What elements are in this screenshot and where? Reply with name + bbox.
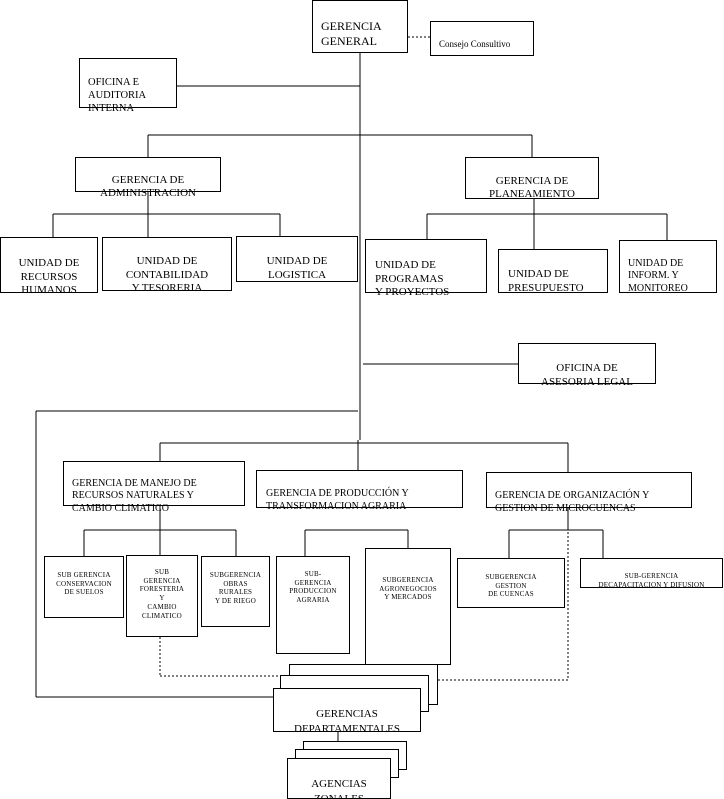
sub-forestal-box: SUB GERENCIA FORESTERIA Y CAMBIO CLIMATI… (126, 555, 198, 637)
unidad-presupuesto-box: UNIDAD DE PRESUPUESTO (498, 249, 608, 294)
oficina-auditoria-box: OFICINA E AUDITORIA INTERNA (79, 58, 177, 114)
consejo-consultivo-box: Consejo Consultivo (430, 21, 534, 56)
oficina-asesoria-box: OFICINA DE ASESORIA LEGAL (518, 343, 656, 388)
sub-gestion-label: SUBGERENCIA GESTION DE CUENCAS (485, 572, 537, 599)
unidad-rrhh-label: UNIDAD DE RECURSOS HUMANOS (18, 256, 80, 297)
gerencia-manejo-label: GERENCIA DE MANEJO DE RECURSOS NATURALES… (72, 477, 197, 514)
gerencia-produccion-label: GERENCIA DE PRODUCCIÓN Y TRANSFORMACION … (266, 488, 409, 512)
sub-obras-label: SUBGERENCIA OBRAS RURALES Y DE RIEGO (209, 570, 262, 605)
sub-agronegocios-box: SUBGERENCIA AGRONEGOCIOS Y MERCADOS (365, 548, 451, 665)
agencias-zonales-box: AGENCIAS ZONALES (287, 758, 391, 799)
unidad-inform-label: UNIDAD DE INFORM. Y MONITOREO (628, 257, 688, 294)
unidad-inform-box: UNIDAD DE INFORM. Y MONITOREO (619, 240, 717, 294)
sub-produccion-label: SUB- GERENCIA PRODUCCION AGRARIA (289, 569, 337, 604)
gerencias-departamentales-box: GERENCIAS DEPARTAMENTALES (273, 688, 421, 735)
gerencia-planeamiento-label: GERENCIA DE PLANEAMIENTO (489, 175, 575, 201)
consejo-consultivo-label: Consejo Consultivo (439, 38, 511, 49)
sub-obras-box: SUBGERENCIA OBRAS RURALES Y DE RIEGO (201, 556, 270, 627)
sub-capacitacion-label: SUB-GERENCIA DECAPACITACION Y DIFUSION (598, 571, 705, 589)
unidad-logistica-box: UNIDAD DE LOGISTICA (236, 236, 358, 282)
sub-gestion-box: SUBGERENCIA GESTION DE CUENCAS (457, 558, 565, 608)
oficina-auditoria-label: OFICINA E AUDITORIA INTERNA (88, 77, 147, 115)
unidad-rrhh-box: UNIDAD DE RECURSOS HUMANOS (0, 237, 98, 296)
agencias-zonales-label: AGENCIAS ZONALES (311, 778, 367, 799)
sub-conservacion-label: SUB GERENCIA CONSERVACION DE SUELOS (56, 570, 112, 597)
unidad-programas-label: UNIDAD DE PROGRAMAS Y PROYECTOS (375, 258, 450, 299)
gerencia-organizacion-label: GERENCIA DE ORGANIZACIÓN Y GESTION DE MI… (495, 490, 650, 514)
sub-capacitacion-box: SUB-GERENCIA DECAPACITACION Y DIFUSION (580, 558, 723, 589)
gerencia-organizacion-box: GERENCIA DE ORGANIZACIÓN Y GESTION DE MI… (486, 472, 692, 514)
sub-agronegocios-label: SUBGERENCIA AGRONEGOCIOS Y MERCADOS (379, 575, 437, 602)
sub-produccion-box: SUB- GERENCIA PRODUCCION AGRARIA (276, 556, 350, 654)
unidad-contabilidad-box: UNIDAD DE CONTABILIDAD Y TESORERIA (102, 237, 232, 294)
oficina-asesoria-label: OFICINA DE ASESORIA LEGAL (541, 361, 633, 388)
unidad-logistica-label: UNIDAD DE LOGISTICA (266, 254, 328, 281)
unidad-programas-box: UNIDAD DE PROGRAMAS Y PROYECTOS (365, 239, 487, 298)
gerencia-administracion-box: GERENCIA DE ADMINISTRACION (75, 157, 221, 199)
unidad-presupuesto-label: UNIDAD DE PRESUPUESTO (508, 267, 584, 294)
gerencias-departamentales-label: GERENCIAS DEPARTAMENTALES (294, 708, 400, 735)
gerencia-planeamiento-box: GERENCIA DE PLANEAMIENTO (465, 157, 599, 201)
gerencia-general-label: GERENCIA GENERAL (321, 19, 382, 48)
gerencia-produccion-box: GERENCIA DE PRODUCCIÓN Y TRANSFORMACION … (256, 470, 463, 512)
gerencia-general-box: GERENCIA GENERAL (312, 0, 408, 53)
gerencia-manejo-box: GERENCIA DE MANEJO DE RECURSOS NATURALES… (63, 461, 245, 514)
sub-forestal-label: SUB GERENCIA FORESTERIA Y CAMBIO CLIMATI… (139, 567, 185, 620)
sub-conservacion-box: SUB GERENCIA CONSERVACION DE SUELOS (44, 556, 124, 618)
unidad-contabilidad-label: UNIDAD DE CONTABILIDAD Y TESORERIA (125, 254, 209, 295)
gerencia-administracion-label: GERENCIA DE ADMINISTRACION (100, 174, 196, 200)
